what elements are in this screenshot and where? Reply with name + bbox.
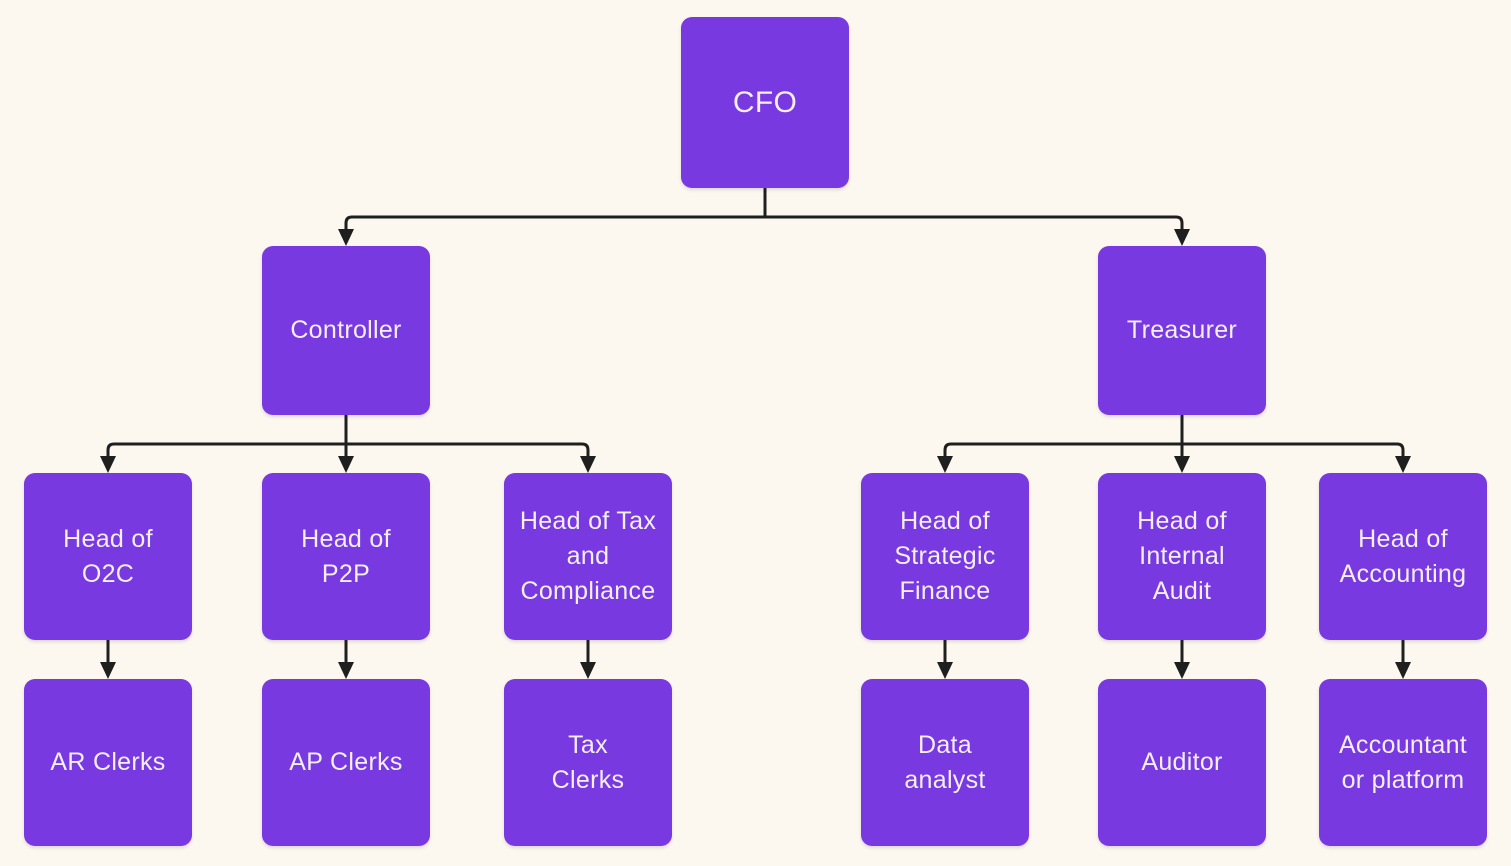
org-node-head-p2p-label: Head of P2P	[301, 524, 391, 588]
org-node-treasurer: Treasurer	[1098, 246, 1266, 415]
arrowhead-head-accounting	[1395, 456, 1411, 473]
org-node-head-accounting-label: Head of Accounting	[1339, 524, 1467, 588]
arrowhead-ar-clerks	[100, 662, 116, 679]
edge-heads-to-reports	[100, 640, 1411, 679]
org-node-auditor: Auditor	[1098, 679, 1266, 846]
arrowhead-head-tax-compliance	[580, 456, 596, 473]
org-node-data-analyst-label: Data analyst	[904, 730, 986, 794]
org-node-controller: Controller	[262, 246, 430, 415]
arrowhead-head-o2c	[100, 456, 116, 473]
org-node-cfo: CFO	[681, 17, 849, 188]
org-node-head-internal-audit-label: Head of Internal Audit	[1137, 507, 1227, 605]
edge-controller-split-bar	[106, 442, 590, 457]
arrowhead-tax-clerks	[580, 662, 596, 679]
arrowhead-auditor	[1174, 662, 1190, 679]
arrowhead-data-analyst	[937, 662, 953, 679]
org-node-data-analyst: Data analyst	[861, 679, 1029, 846]
edge-cfo-split-bar	[344, 215, 1184, 230]
org-node-head-internal-audit: Head of Internal Audit	[1098, 473, 1266, 640]
org-node-controller-label: Controller	[290, 316, 402, 344]
edge-cfo-children	[338, 188, 1190, 246]
org-node-head-tax-compliance-label: Head of Tax and Compliance	[519, 507, 657, 605]
org-node-head-strategic-finance-label: Head of Strategic Finance	[894, 507, 996, 605]
arrowhead-head-internal-audit	[1174, 456, 1190, 473]
edge-treasurer-children	[937, 415, 1411, 473]
org-node-auditor-label: Auditor	[1141, 748, 1223, 776]
org-node-head-accounting: Head of Accounting	[1319, 473, 1487, 640]
org-node-head-p2p: Head of P2P	[262, 473, 430, 640]
arrowhead-ap-clerks	[338, 662, 354, 679]
org-node-head-o2c: Head of O2C	[24, 473, 192, 640]
arrowhead-controller	[338, 229, 354, 246]
edge-treasurer-split-bar	[943, 442, 1405, 457]
org-node-tax-clerks-label: Tax Clerks	[551, 730, 625, 794]
org-node-ar-clerks-label: AR Clerks	[50, 748, 166, 776]
org-node-ap-clerks-label: AP Clerks	[289, 748, 403, 776]
arrowhead-treasurer	[1174, 229, 1190, 246]
org-node-head-tax-compliance: Head of Tax and Compliance	[504, 473, 672, 640]
org-node-tax-clerks: Tax Clerks	[504, 679, 672, 846]
arrowhead-head-strategic-finance	[937, 456, 953, 473]
org-node-accountant-or-platform: Accountant or platform	[1319, 679, 1487, 846]
org-node-head-strategic-finance: Head of Strategic Finance	[861, 473, 1029, 640]
org-node-head-o2c-label: Head of O2C	[63, 524, 153, 588]
org-node-treasurer-label: Treasurer	[1126, 316, 1238, 344]
arrowhead-head-p2p	[338, 456, 354, 473]
org-node-cfo-label: CFO	[732, 85, 798, 119]
org-node-ar-clerks: AR Clerks	[24, 679, 192, 846]
arrowhead-accountant-or-platform	[1395, 662, 1411, 679]
org-node-ap-clerks: AP Clerks	[262, 679, 430, 846]
edge-controller-children	[100, 415, 596, 473]
org-node-accountant-or-platform-label: Accountant or platform	[1338, 730, 1468, 794]
